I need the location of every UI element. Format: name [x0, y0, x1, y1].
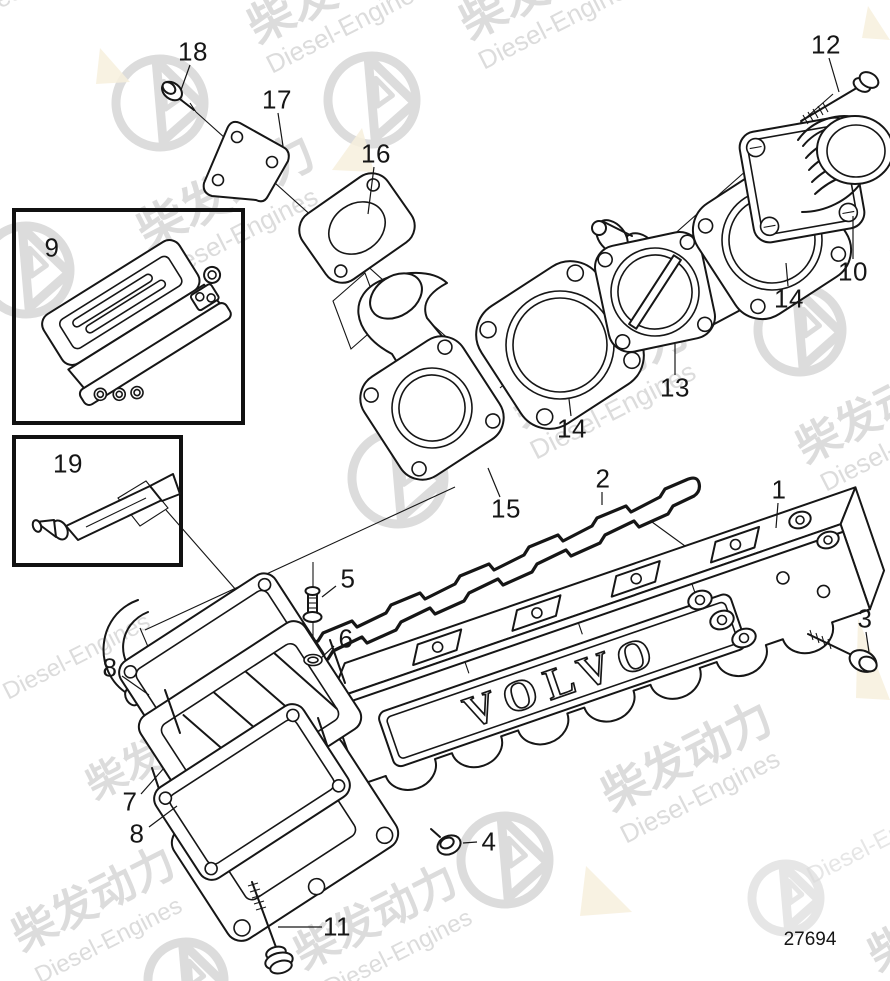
part-3-bolt: [807, 629, 878, 673]
leader-line-14: [785, 262, 789, 287]
box-9: [12, 208, 245, 425]
leader-line-8: [121, 675, 150, 696]
part-12-stud: [800, 71, 880, 125]
watermark-en: Diesel-Engines: [0, 0, 137, 25]
manifold-bosses: [687, 510, 840, 649]
watermark-logo: [143, 937, 229, 981]
svg-text:Diesel-Engines: Diesel-Engines: [0, 0, 137, 25]
watermark-logo: [0, 221, 75, 319]
leader-line-7: [140, 767, 165, 795]
watermark-logo: [111, 54, 209, 152]
leader-line-1: [775, 502, 779, 529]
leader-line-3: [865, 631, 870, 653]
leader-line-5: [321, 585, 337, 598]
part-6-sealing-ring: [303, 653, 323, 667]
leader-line-14: [568, 398, 572, 417]
watermark-logo: [456, 811, 554, 909]
leader-line-6: [320, 645, 335, 659]
svg-text:柴发动力: 柴发动力: [860, 857, 890, 981]
top-port-bosses: [412, 525, 761, 667]
leader-line-4: [462, 841, 478, 844]
svg-text:柴发动力: 柴发动力: [883, 163, 890, 293]
watermark-zh: 柴发动力: [883, 163, 890, 293]
watermark-logo: [323, 51, 421, 149]
part-9-heater-element: [41, 239, 232, 406]
part-11-bolt: [247, 881, 294, 975]
part-16-gasket: [298, 172, 416, 284]
mounting-plane-marker: [117, 480, 169, 527]
part-5-screw: [302, 586, 323, 623]
part-18-flange-screw: [161, 80, 197, 113]
part-4-bolt: [430, 828, 462, 856]
leader-line-12: [828, 57, 840, 93]
leader-line-18: [180, 64, 191, 91]
part-15-intake-elbow: [357, 271, 505, 481]
drawing-number: 27694: [783, 929, 837, 950]
part-17-cover-plate: [202, 120, 290, 203]
watermark-zh: 柴发动力: [860, 857, 890, 981]
part-10-inlet-pipe: [738, 115, 890, 244]
callout-leader-lines: [121, 57, 870, 928]
part-19-sealant-tube: [31, 473, 181, 541]
leader-line-16: [367, 166, 375, 215]
leader-line-8: [148, 805, 178, 828]
leader-line-17: [277, 112, 284, 147]
part-1-intake-manifold: VOLVO: [102, 486, 886, 942]
leader-line-15: [487, 467, 501, 498]
box-19: [12, 435, 183, 567]
part-8-gasket-lower: [153, 703, 351, 881]
part-13-throttle-unit: [591, 219, 771, 353]
watermark-logo: [747, 859, 825, 937]
